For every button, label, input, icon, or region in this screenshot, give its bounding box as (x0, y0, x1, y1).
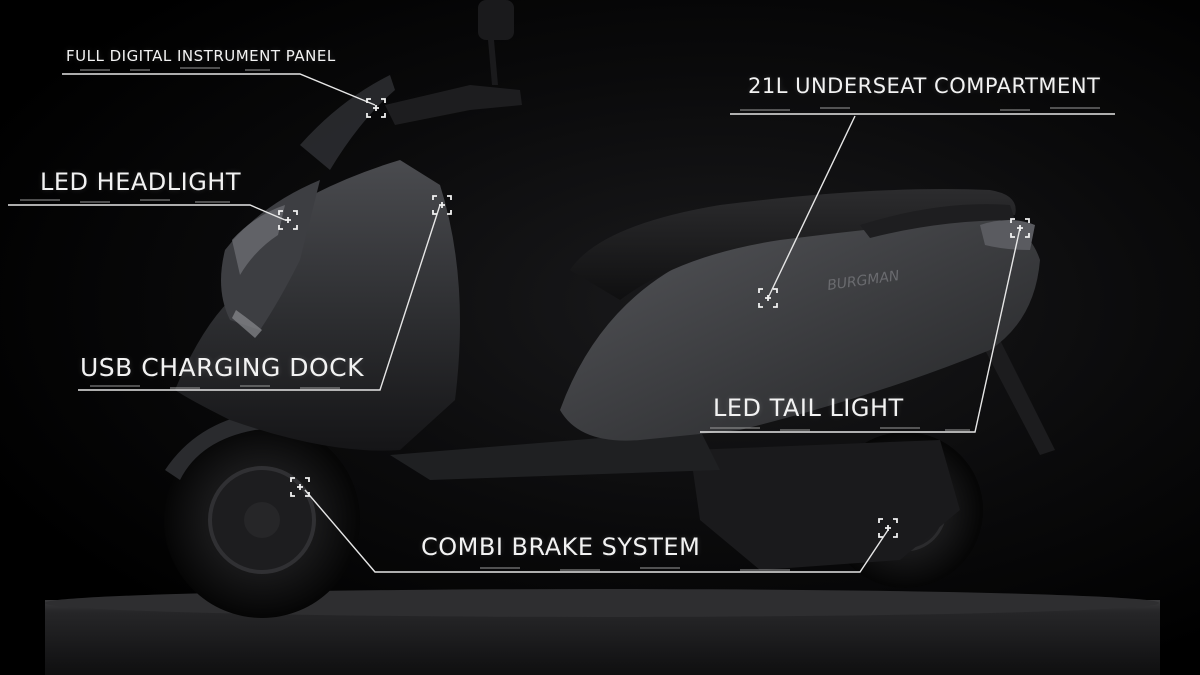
label-brake-system: COMBI BRAKE SYSTEM (421, 533, 701, 561)
target-markers (278, 98, 1030, 538)
instrument-leader (62, 73, 376, 106)
marker-brake-front (290, 477, 310, 497)
label-usb-charging-dock: USB CHARGING DOCK (80, 353, 365, 382)
marker-brake-rear (878, 518, 898, 538)
tail-leader (700, 227, 1021, 433)
display-pedestal (45, 589, 1160, 675)
hud-decor (20, 67, 1100, 571)
underseat-leader (767, 115, 856, 299)
annotation-lines (8, 73, 1115, 573)
brake-leader (304, 489, 889, 573)
marker-instrument (366, 98, 386, 118)
marker-underseat (758, 288, 778, 308)
marker-usb (432, 195, 452, 215)
marker-tail (1010, 218, 1030, 238)
label-headlight: LED HEADLIGHT (40, 168, 242, 196)
label-underseat-compartment: 21L UNDERSEAT COMPARTMENT (748, 74, 1101, 98)
headlight-leader (8, 204, 286, 221)
label-instrument-panel: FULL DIGITAL INSTRUMENT PANEL (66, 47, 336, 65)
scooter: BURGMAN (164, 0, 1055, 618)
label-tail-light: LED TAIL LIGHT (713, 394, 904, 422)
marker-headlight (278, 210, 298, 230)
usb-leader (78, 204, 441, 391)
